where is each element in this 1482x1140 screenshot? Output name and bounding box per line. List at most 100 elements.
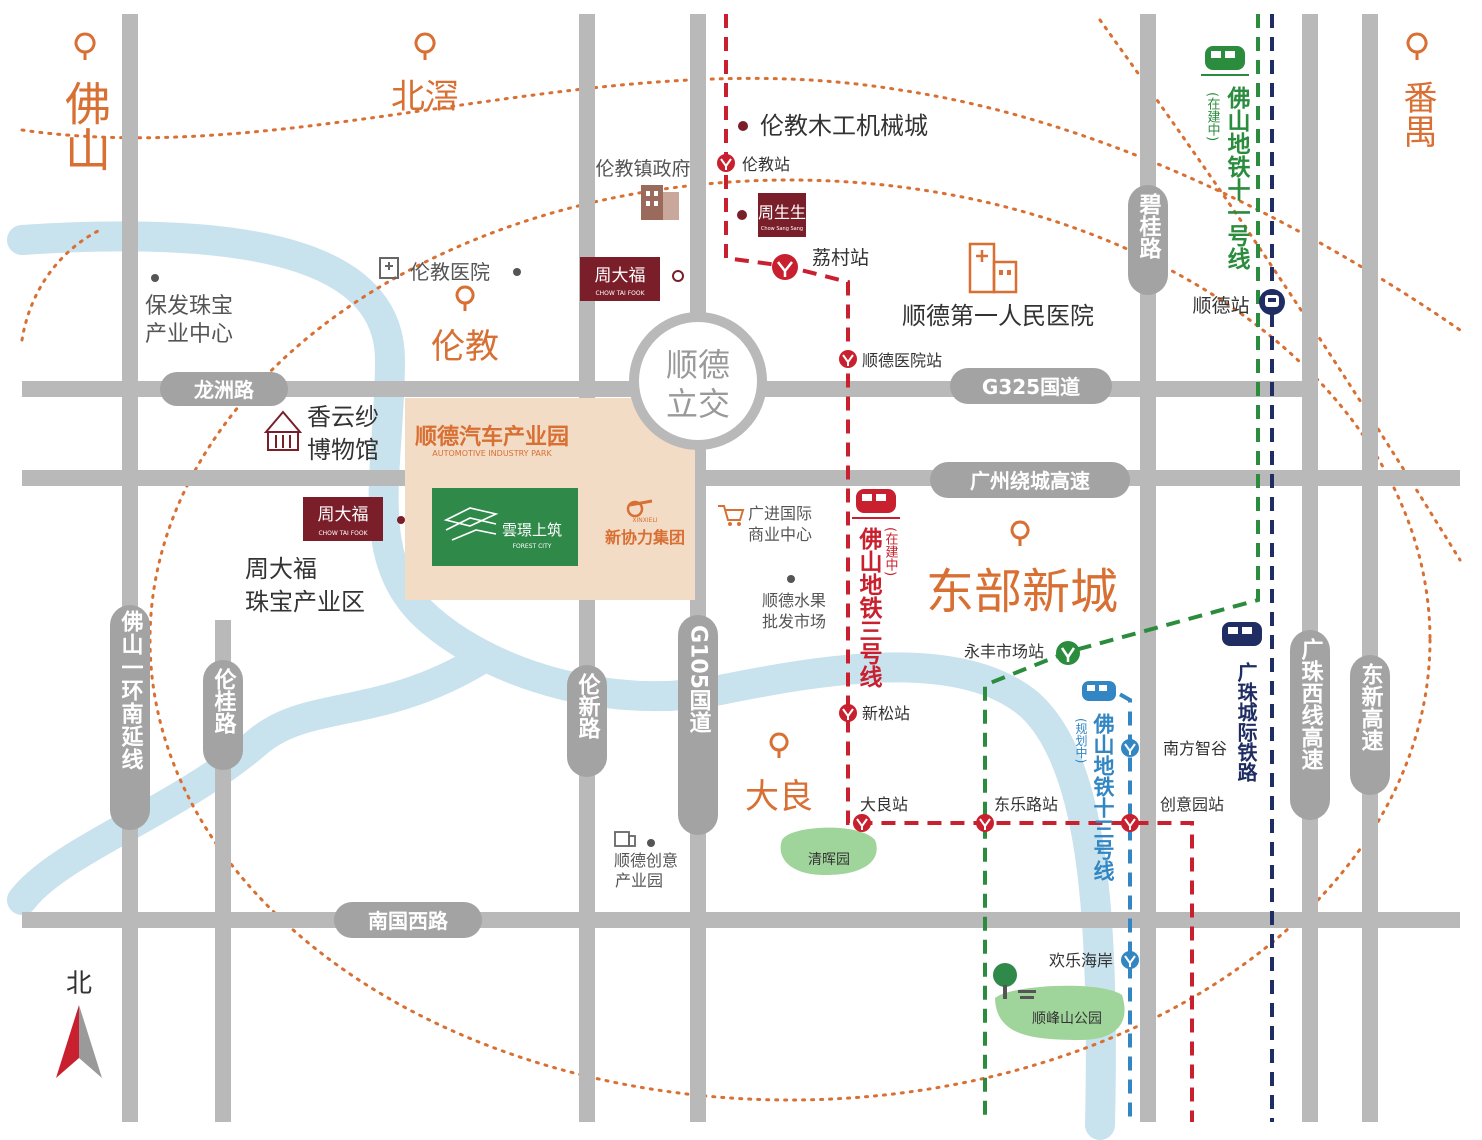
road-labels: 龙洲路 G325国道 广州绕城高速 南国西路 佛山一环南延线 伦桂路 伦新路 G…	[110, 185, 1390, 938]
poi-lunjiao-gov: 伦教镇政府	[595, 158, 690, 180]
interchange-line1: 顺德	[666, 346, 730, 384]
pin-icon	[769, 732, 789, 752]
train-icon	[1082, 681, 1116, 701]
north-compass: 北	[56, 969, 102, 1078]
poi-wood-machinery: 伦教木工机械城	[760, 112, 928, 140]
poi-dot	[151, 274, 159, 282]
pin-icon	[74, 32, 96, 54]
metro-station-icon	[717, 154, 735, 172]
shopping-cart-icon	[718, 505, 745, 526]
station-yongfeng-market: 永丰市场站	[964, 642, 1044, 661]
train-icon	[1222, 622, 1262, 646]
metro-station-icon	[1121, 739, 1139, 757]
poi-xiangyunsha-line2: 博物馆	[307, 436, 379, 464]
road-lungui: 伦桂路	[211, 667, 237, 734]
ctf-badge	[303, 497, 383, 541]
line11-status: (在建中)	[1205, 92, 1221, 141]
district-panyu: 番禺	[1397, 80, 1437, 148]
metro-station-icon	[976, 814, 994, 832]
xinxieli-name: 新协力集团	[605, 528, 685, 547]
district-labels: 佛山 北滘 番禺 伦教 大良 东部新城	[58, 32, 1437, 817]
road-foshan-ring: 佛山一环南延线	[118, 610, 145, 771]
poi-dot	[787, 575, 795, 583]
xinxieli-name-en: XINXIELI	[632, 517, 657, 524]
poi-xiangyunsha-line1: 香云纱	[307, 403, 379, 431]
line11-name: 佛山地铁十一号线	[1223, 86, 1252, 271]
road-g105: G105国道	[686, 625, 712, 733]
pin-icon	[1010, 520, 1030, 540]
museum-icon	[263, 410, 303, 451]
shunfeng-park-label: 顺峰山公园	[1032, 1011, 1102, 1027]
poi-baofa-line1: 保发珠宝	[145, 294, 233, 319]
metro-station-icon	[1056, 641, 1080, 665]
project-name: 雲璟上筑	[502, 521, 562, 539]
poi-lunjiao-hospital: 伦教医院	[410, 260, 490, 284]
chowsangsang-cn: 周生生	[758, 203, 806, 222]
metro-station-icon	[1121, 814, 1139, 832]
metro-stations[interactable]: 伦教站 荔村站 顺德医院站 新松站 大良站 东乐路站	[717, 154, 1285, 970]
project-name-en: FOREST CITY	[513, 543, 552, 550]
line3-status: (在建中)	[883, 527, 899, 576]
qinghui-garden-area[interactable]	[780, 827, 877, 875]
xinxieli-logo-icon	[626, 499, 653, 518]
road-dongxin: 东新高速	[1358, 662, 1384, 751]
station-xinsong: 新松站	[862, 704, 910, 723]
qinghui-garden-label: 清晖园	[808, 852, 850, 868]
district-daliang: 大良	[745, 777, 813, 817]
auto-park-title: 顺德汽车产业园	[415, 424, 569, 450]
station-shunde-hospital: 顺德医院站	[862, 351, 942, 370]
intercity-name: 广珠城际铁路	[1234, 661, 1258, 783]
poi-fruit-market-line1: 顺德水果	[762, 591, 826, 610]
metro-station-icon	[772, 254, 798, 280]
road-longzhou: 龙洲路	[194, 378, 255, 402]
poi-dot	[397, 516, 405, 524]
poi-baofa-line2: 产业中心	[145, 322, 233, 347]
road-g325: G325国道	[982, 375, 1080, 399]
district-beijiao: 北滘	[391, 77, 459, 117]
chowsangsang-en: Chow Sang Sang	[761, 226, 803, 232]
shunde-interchange[interactable]: 顺德 立交	[629, 312, 767, 450]
road-bigui: 碧桂路	[1136, 192, 1163, 259]
district-eastern-new-town: 东部新城	[926, 564, 1118, 620]
district-foshan: 佛山	[58, 80, 112, 172]
district-lunjiao: 伦教	[431, 327, 499, 367]
poi-dot	[737, 210, 747, 220]
train-icon	[1201, 46, 1249, 76]
metro-station-icon	[839, 350, 857, 368]
metro-station-icon	[853, 814, 871, 832]
metro-line-3[interactable]	[724, 14, 1194, 1122]
station-lunjiao: 伦教站	[742, 155, 790, 174]
poi-fruit-market-line2: 批发市场	[762, 612, 826, 631]
line13-status: (规划中)	[1074, 718, 1088, 763]
building-icon	[614, 831, 636, 847]
road-guangzhou-ring: 广州绕城高速	[970, 469, 1090, 493]
metro-line-labels: 佛山地铁三号线 (在建中) 佛山地铁十一号线 (在建中) 佛山地铁十三号线 (规…	[852, 46, 1262, 881]
pois: 伦教木工机械城 伦教镇政府 伦教医院 保发珠宝 产业中心 顺德	[145, 112, 1094, 890]
shunfeng-park-area[interactable]	[995, 985, 1125, 1040]
north-arrow-icon	[56, 1005, 102, 1078]
compass-label: 北	[66, 969, 92, 999]
interchange-line2: 立交	[666, 385, 730, 423]
road-nanguo-west: 南国西路	[368, 909, 449, 933]
metro-station-icon	[839, 704, 857, 722]
poi-shunde-first-hospital: 顺德第一人民医院	[902, 302, 1094, 330]
poi-dot	[513, 268, 521, 276]
poi-dot	[672, 270, 684, 282]
poi-creative-park-line2: 产业园	[615, 871, 663, 890]
poi-ctf-zone-line1: 周大福	[245, 555, 317, 583]
line3-name: 佛山地铁三号线	[855, 527, 884, 689]
station-chuangyi-park: 创意园站	[1160, 795, 1224, 814]
ctf-badge-en: CHOW TAI FOOK	[595, 290, 645, 297]
tree-icon	[993, 963, 1036, 999]
poi-dot	[647, 839, 655, 847]
station-licun: 荔村站	[812, 247, 869, 269]
metro-station-icon	[1121, 951, 1139, 969]
project-block[interactable]	[432, 488, 578, 566]
station-daliang: 大良站	[860, 795, 908, 814]
station-shunde: 顺德站	[1192, 295, 1249, 317]
government-building-icon	[641, 185, 679, 220]
auto-park-title-en: AUTOMOTIVE INDUSTRY PARK	[432, 449, 552, 458]
poi-ctf-zone-line2: 珠宝产业区	[245, 588, 365, 616]
station-dongle-road: 东乐路站	[994, 795, 1058, 814]
